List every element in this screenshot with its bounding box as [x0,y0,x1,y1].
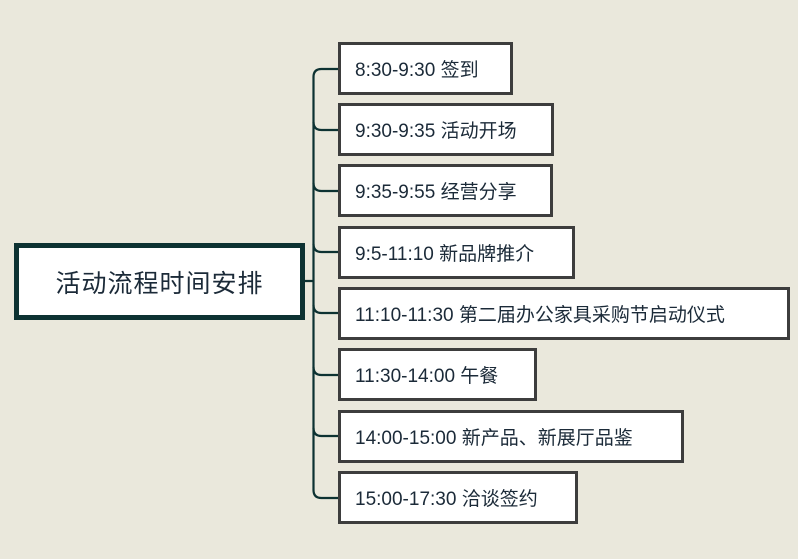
child-node-5-label: 11:10-11:30 第二届办公家具采购节启动仪式 [355,305,725,326]
branch-connector-8 [312,488,340,500]
branch-connector-7 [312,426,340,438]
child-node-6[interactable]: 11:30-14:00 午餐 [338,348,537,401]
root-node[interactable]: 活动流程时间安排 [14,243,305,320]
child-node-8[interactable]: 15:00-17:30 洽谈签约 [338,471,578,524]
child-node-3-label: 9:35-9:55 经营分享 [355,182,517,203]
child-node-2-label: 9:30-9:35 活动开场 [355,121,517,142]
child-node-7[interactable]: 14:00-15:00 新产品、新展厅品鉴 [338,410,684,463]
branch-connector-5 [312,303,340,315]
branch-connector-3 [312,181,340,193]
child-node-8-label: 15:00-17:30 洽谈签约 [355,489,538,510]
child-node-1-label: 8:30-9:30 签到 [355,60,479,81]
child-node-4[interactable]: 9:5-11:10 新品牌推介 [338,226,575,279]
child-node-7-label: 14:00-15:00 新产品、新展厅品鉴 [355,428,633,449]
child-node-4-label: 9:5-11:10 新品牌推介 [355,244,535,265]
child-node-6-label: 11:30-14:00 午餐 [355,366,499,387]
child-node-2[interactable]: 9:30-9:35 活动开场 [338,103,554,156]
child-node-3[interactable]: 9:35-9:55 经营分享 [338,164,553,217]
branch-connector-2 [312,120,340,132]
child-node-1[interactable]: 8:30-9:30 签到 [338,42,513,95]
branch-connector-1 [312,67,340,79]
child-node-5[interactable]: 11:10-11:30 第二届办公家具采购节启动仪式 [338,287,790,340]
root-node-label: 活动流程时间安排 [55,269,264,298]
branch-connector-6 [312,365,340,377]
branch-connector-4 [312,242,340,254]
